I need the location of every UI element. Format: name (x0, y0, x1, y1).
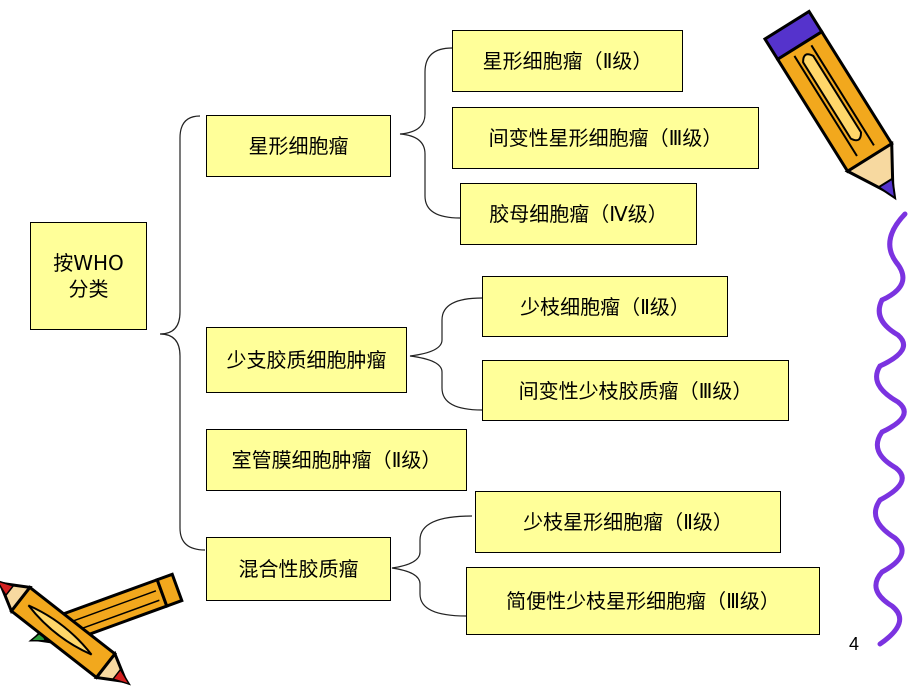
root-node: 按WHO 分类 (30, 222, 147, 330)
subtype-anaplastic-astro-grade3: 间变性星形细胞瘤（Ⅲ级） (452, 107, 759, 169)
subtype-oligoastro-grade2: 少枝星形细胞瘤（Ⅱ级） (475, 491, 781, 553)
category-ependymoma: 室管膜细胞肿瘤（Ⅱ级） (206, 429, 467, 491)
page-number: 4 (848, 634, 859, 654)
oligo-brace (409, 297, 483, 411)
subtype-astro-grade2: 星形细胞瘤（Ⅱ级） (452, 30, 683, 92)
category-oligodendroglioma: 少支胶质细胞肿瘤 (206, 327, 407, 393)
category-mixed-glioma: 混合性胶质瘤 (206, 537, 391, 601)
root-brace (159, 115, 206, 551)
category-astrocytoma: 星形细胞瘤 (206, 115, 391, 177)
subtype-anaplastic-oligo-grade3: 间变性少枝胶质瘤（Ⅲ级） (482, 360, 789, 421)
subtype-glioblastoma-grade4: 胶母细胞瘤（Ⅳ级） (460, 183, 697, 245)
subtype-anaplastic-oligoastro-grade3: 简便性少枝星形细胞瘤（Ⅲ级） (466, 567, 820, 635)
subtype-oligo-grade2: 少枝细胞瘤（Ⅱ级） (482, 276, 728, 337)
mixed-brace (391, 515, 473, 617)
astro-brace (399, 47, 461, 219)
